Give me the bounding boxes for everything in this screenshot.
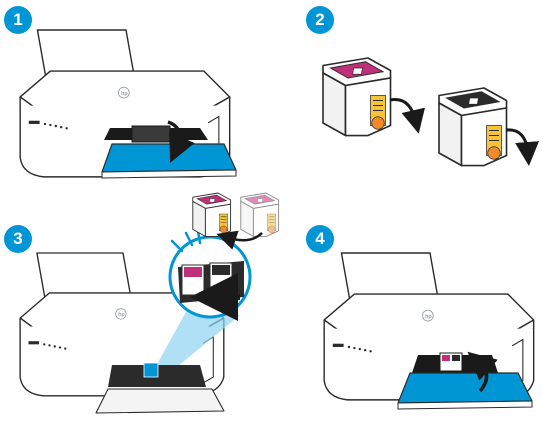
step-1-panel: 1 <box>0 0 270 205</box>
step-2-panel: 2 <box>270 0 543 205</box>
step-4-panel: 4 <box>270 205 543 422</box>
remove-cartridge-tape-icon <box>322 57 540 167</box>
close-access-door-icon <box>323 252 535 410</box>
step-number-badge: 2 <box>306 6 334 34</box>
printer-open-access-door-icon <box>19 29 237 179</box>
step-3-panel: 3 <box>0 192 280 422</box>
step-number-badge: 4 <box>306 225 334 253</box>
step-number-badge: 3 <box>4 225 32 253</box>
step-number-badge: 1 <box>4 6 32 34</box>
insert-cartridges-icon <box>19 192 280 414</box>
